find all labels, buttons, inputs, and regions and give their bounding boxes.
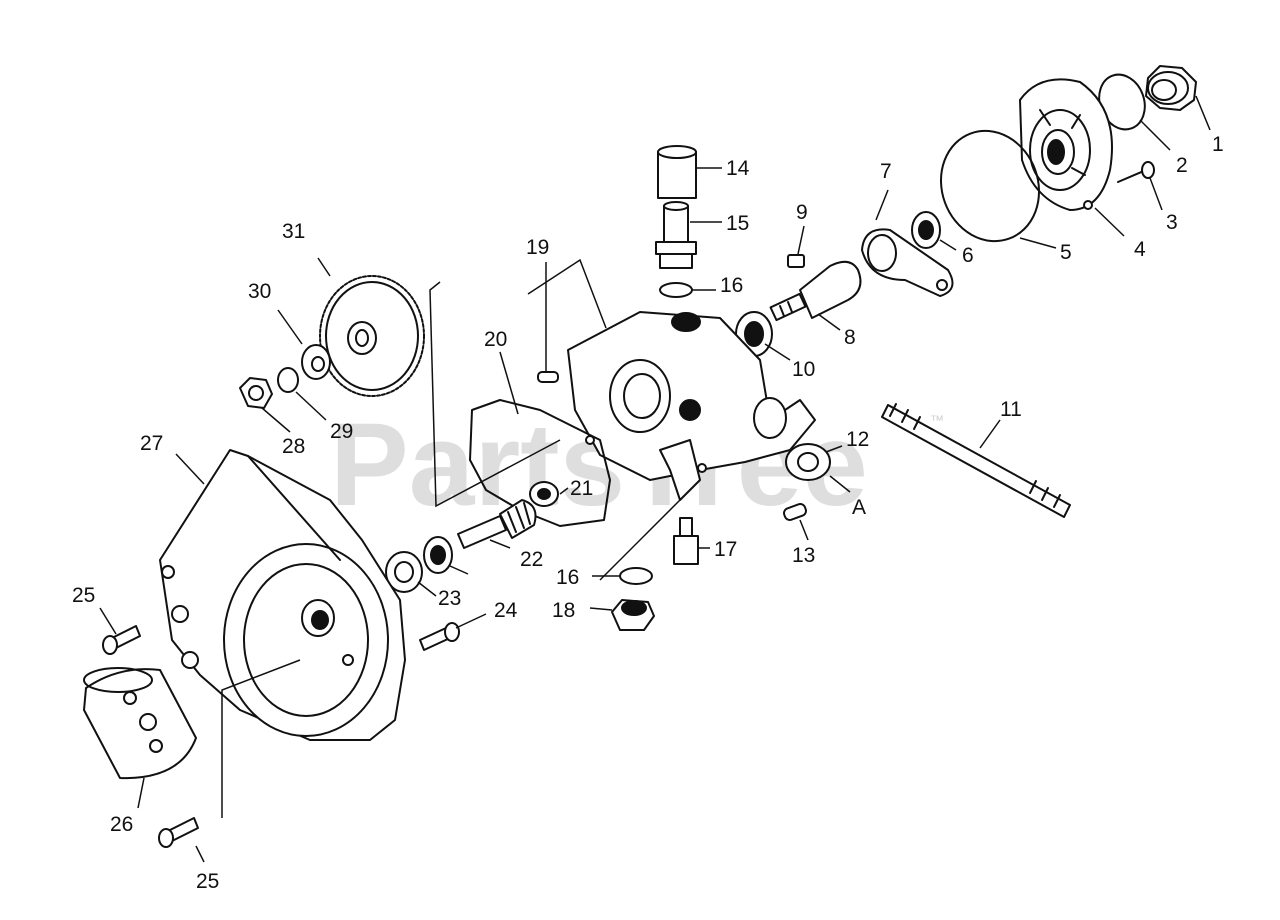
label-21: 21 <box>570 477 593 500</box>
part-1-cap-nut[interactable] <box>1145 65 1197 111</box>
part-9-key[interactable] <box>787 254 805 268</box>
label-29: 29 <box>330 420 353 443</box>
label-3: 3 <box>1166 211 1178 234</box>
part-3-screw[interactable] <box>1117 161 1155 183</box>
part-21-bearing[interactable] <box>529 481 559 507</box>
part-22-pinion-shaft[interactable] <box>457 499 537 549</box>
label-13: 13 <box>792 544 815 567</box>
label-9: 9 <box>796 201 808 224</box>
label-25-upper: 25 <box>72 584 95 607</box>
label-30: 30 <box>248 280 271 303</box>
label-26: 26 <box>110 813 133 836</box>
label-6-upper: 6 <box>962 244 974 267</box>
part-23-washer[interactable] <box>385 551 423 593</box>
label-16-lower: 16 <box>556 566 579 589</box>
label-24: 24 <box>494 599 518 622</box>
part-20-gasket[interactable] <box>469 399 611 527</box>
label-2: 2 <box>1176 154 1188 177</box>
label-17: 17 <box>714 538 737 561</box>
part-31-gear[interactable] <box>319 275 425 397</box>
part-18-drain-plug[interactable] <box>611 599 655 631</box>
part-12-seal[interactable] <box>785 443 831 481</box>
part-4-end-cover[interactable] <box>1019 78 1113 211</box>
label-11: 11 <box>1000 398 1022 421</box>
part-29-spring-washer[interactable] <box>277 367 299 393</box>
part-19-pump-housing[interactable] <box>567 311 816 501</box>
label-23: 23 <box>438 587 461 610</box>
part-13-dowel-pin[interactable] <box>783 503 808 522</box>
label-28: 28 <box>282 435 305 458</box>
label-4: 4 <box>1134 238 1146 261</box>
part-15-fitting[interactable] <box>655 201 697 269</box>
part-30-washer[interactable] <box>301 344 331 380</box>
label-20: 20 <box>484 328 507 351</box>
callout-labels: 1 2 3 4 5 6 7 8 9 10 11 12 13 14 15 16 1… <box>72 133 1224 893</box>
watermark-trademark: ™ <box>930 412 944 428</box>
label-A: A <box>852 496 866 519</box>
label-5: 5 <box>1060 241 1072 264</box>
part-24-screw[interactable] <box>419 622 460 651</box>
part-17-valve[interactable] <box>673 517 699 565</box>
part-28-nut[interactable] <box>239 377 273 409</box>
part-6-seal-upper[interactable] <box>911 211 941 249</box>
label-25-lower: 25 <box>196 870 219 893</box>
part-8-crankshaft[interactable] <box>769 260 862 322</box>
part-11-stud[interactable] <box>881 403 1071 518</box>
label-19: 19 <box>526 236 549 259</box>
part-16-o-ring-upper[interactable] <box>659 282 693 298</box>
label-8: 8 <box>844 326 856 349</box>
part-27-gear-cover[interactable] <box>159 449 406 741</box>
part-7-connecting-rod[interactable] <box>861 228 954 297</box>
part-6-seal-lower[interactable] <box>423 536 453 574</box>
part-26-drum[interactable] <box>83 667 197 780</box>
part-5-gasket-ring[interactable] <box>926 117 1055 255</box>
label-1: 1 <box>1212 133 1224 156</box>
label-12: 12 <box>846 428 869 451</box>
label-14: 14 <box>726 157 750 180</box>
label-7: 7 <box>880 160 892 183</box>
part-19-pin[interactable] <box>537 371 559 383</box>
label-22: 22 <box>520 548 543 571</box>
label-27: 27 <box>140 432 163 455</box>
label-10: 10 <box>792 358 815 381</box>
part-16-o-ring-lower[interactable] <box>619 567 653 585</box>
label-18: 18 <box>552 599 575 622</box>
label-15: 15 <box>726 212 749 235</box>
part-25-screw-upper[interactable] <box>102 625 141 655</box>
leader-lines <box>99 95 1211 863</box>
part-25-screw-lower[interactable] <box>158 817 199 848</box>
part-14-piston-cap[interactable] <box>657 145 697 199</box>
label-16-upper: 16 <box>720 274 743 297</box>
label-31: 31 <box>282 220 305 243</box>
